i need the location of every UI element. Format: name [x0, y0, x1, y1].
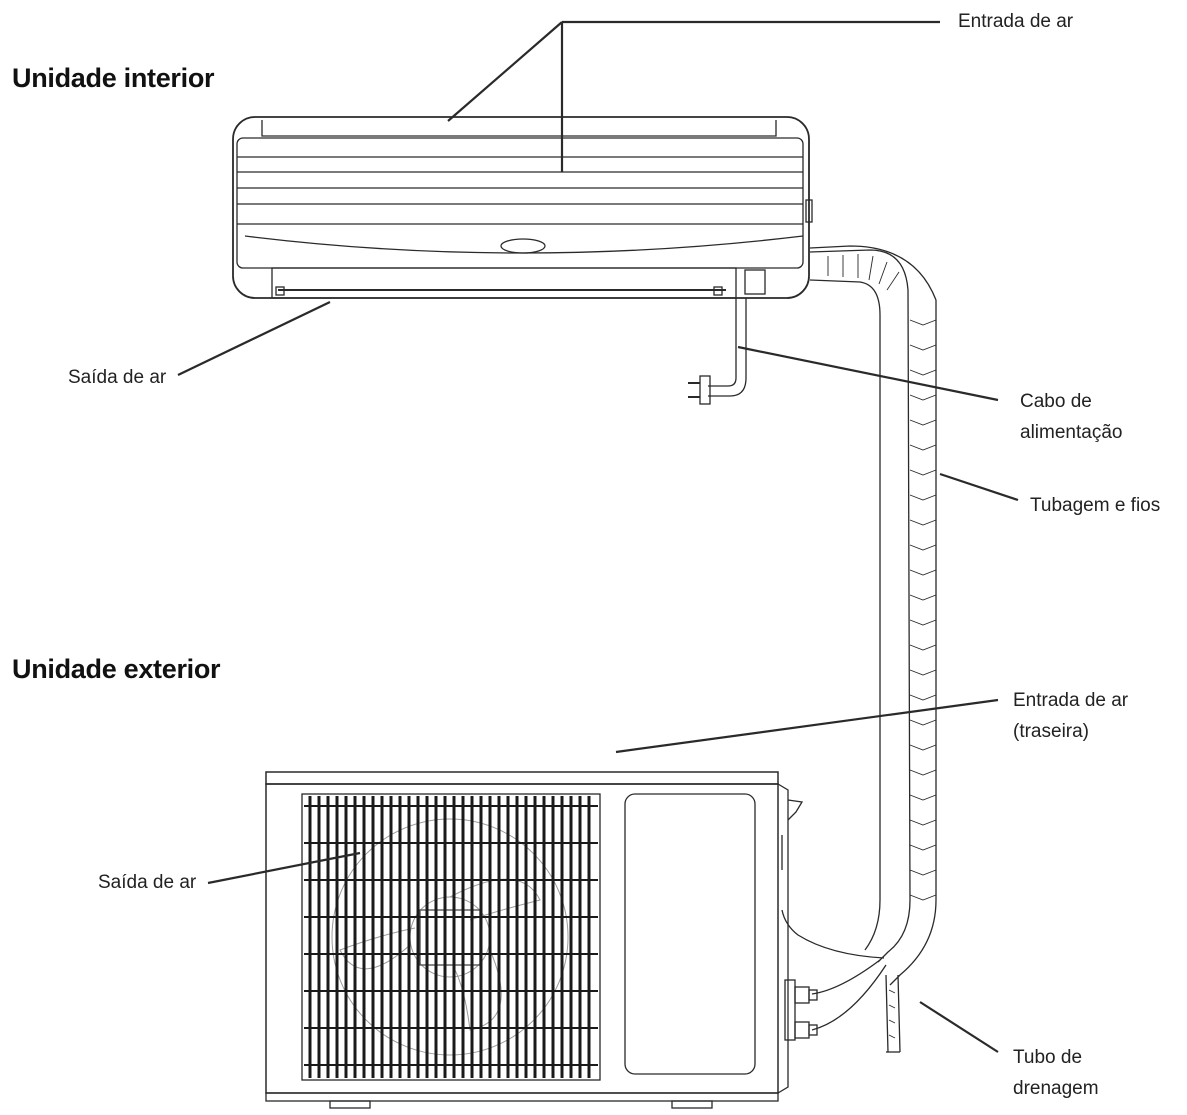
label-outdoor-air-inlet-line-1: Entrada de ar: [1013, 690, 1129, 711]
power-cable: [688, 298, 747, 405]
heading-outdoor-unit: Unidade exterior: [12, 654, 221, 684]
leader-lines: [177, 20, 1019, 1053]
label-piping-and-wires: Tubagem e fios: [1030, 495, 1161, 516]
heading-indoor-unit: Unidade interior: [12, 63, 215, 93]
piping-bundle: [781, 245, 937, 1053]
outdoor-unit: [265, 771, 818, 1109]
label-drain-hose-line-2: drenagem: [1013, 1078, 1099, 1099]
label-outdoor-air-inlet: Entrada de ar (traseira): [1013, 685, 1128, 747]
label-drain-hose-line-1: Tubo de: [1013, 1047, 1083, 1068]
label-indoor-air-outlet: Saída de ar: [68, 367, 167, 388]
label-drain-hose: Tubo de drenagem: [1013, 1042, 1099, 1104]
indoor-unit: [232, 116, 813, 299]
label-power-cable-line-1: Cabo de: [1020, 391, 1092, 412]
label-outdoor-air-inlet-line-2: (traseira): [1013, 721, 1090, 742]
label-power-cable: Cabo de alimentação: [1020, 386, 1122, 448]
label-outdoor-air-outlet: Saída de ar: [98, 872, 197, 893]
label-power-cable-line-2: alimentação: [1020, 422, 1123, 443]
outdoor-fan-grille: [304, 796, 598, 1078]
label-indoor-air-inlet: Entrada de ar: [958, 11, 1074, 32]
